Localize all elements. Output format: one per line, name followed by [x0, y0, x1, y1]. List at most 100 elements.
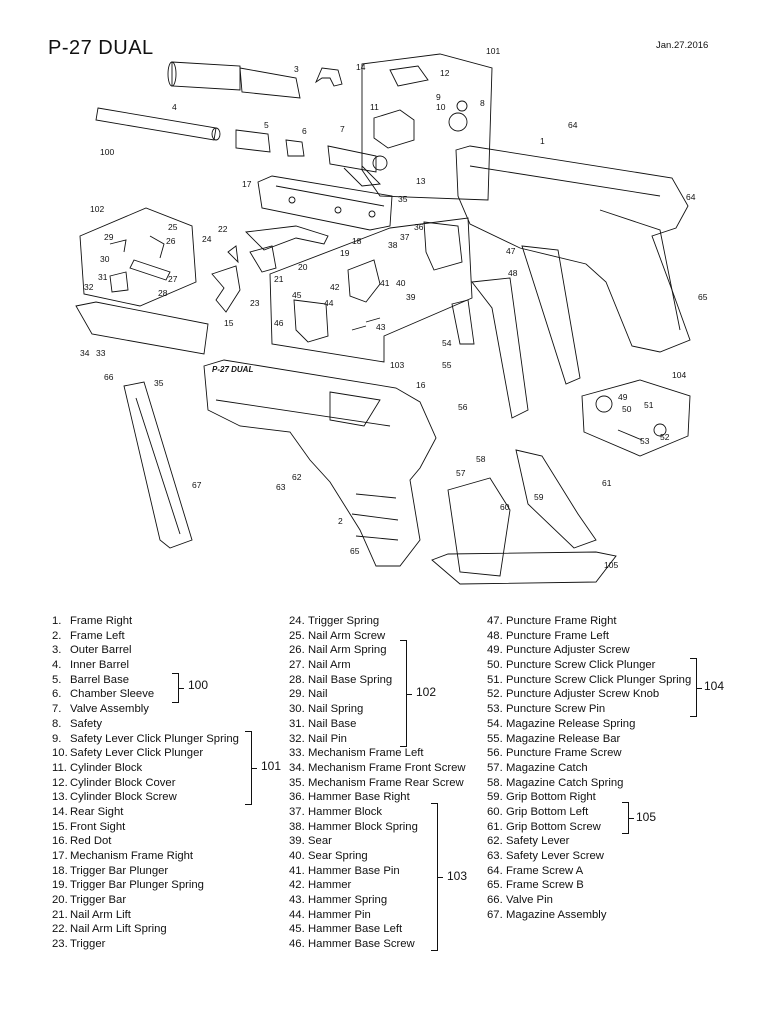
callout-104: 104: [672, 370, 686, 380]
callout-65-b: 65: [350, 546, 360, 556]
callout-32: 32: [84, 282, 94, 292]
part-number: 65.: [487, 879, 503, 892]
parts-list-item: 13.Cylinder Block Screw: [52, 790, 239, 805]
part-name: Nail Arm Spring: [308, 644, 387, 657]
part-name: Nail Arm Lift: [70, 908, 131, 921]
parts-list-item: 56.Puncture Frame Screw: [487, 746, 691, 761]
part-number: 40.: [289, 850, 305, 862]
part-name: Trigger: [70, 938, 106, 951]
part-number: 50.: [487, 659, 503, 672]
parts-list-item: 61.Grip Bottom Screw: [487, 820, 691, 835]
part-number: 64.: [487, 864, 503, 877]
parts-list-item: 62.Safety Lever: [487, 834, 691, 849]
callout-102: 102: [90, 204, 104, 214]
parts-list-item: 23.Trigger: [52, 937, 239, 952]
callout-52: 52: [660, 432, 670, 442]
parts-list-item: 22.Nail Arm Lift Spring: [52, 922, 239, 937]
parts-list-item: 43.Hammer Spring: [289, 893, 466, 908]
puncture-frame-part: [451, 245, 581, 419]
part-number: 63.: [487, 850, 503, 862]
rear-sight-part: [314, 67, 343, 87]
parts-list-item: 42.Hammer: [289, 878, 466, 893]
parts-list-item: 14.Rear Sight: [52, 805, 239, 820]
parts-list-item: 11.Cylinder Block: [52, 761, 239, 776]
parts-list-item: 44.Hammer Pin: [289, 908, 466, 923]
group-bracket-105: [622, 802, 634, 834]
nail-parts: [109, 235, 171, 293]
part-number: 23.: [52, 938, 68, 951]
callout-19: 19: [340, 248, 350, 258]
parts-list-item: 33.Mechanism Frame Left: [289, 746, 466, 761]
parts-list-item: 21.Nail Arm Lift: [52, 908, 239, 923]
callout-21: 21: [274, 274, 284, 284]
callout-20: 20: [298, 262, 308, 272]
part-number: 48.: [487, 629, 503, 642]
group-102-frame: [79, 207, 197, 307]
part-number: 53.: [487, 703, 503, 716]
callout-56: 56: [458, 402, 468, 412]
part-name: Nail Arm Screw: [308, 629, 386, 642]
group-label-102: 102: [416, 685, 437, 699]
callout-5: 5: [264, 120, 269, 130]
parts-list-item: 35.Mechanism Frame Rear Screw: [289, 776, 466, 791]
parts-list-item: 12.Cylinder Block Cover: [52, 776, 239, 791]
part-name: Magazine Assembly: [506, 908, 607, 921]
callout-105: 105: [604, 560, 618, 570]
parts-list-item: 54.Magazine Release Spring: [487, 717, 691, 732]
callout-25: 25: [168, 222, 178, 232]
callout-51: 51: [644, 400, 654, 410]
part-name: Sear Spring: [308, 850, 368, 862]
callout-15: 15: [224, 318, 234, 328]
part-name: Cylinder Block Screw: [70, 791, 177, 804]
parts-list-item: 60.Grip Bottom Left: [487, 805, 691, 820]
parts-list-item: 39.Sear: [289, 834, 466, 849]
part-name: Puncture Frame Screw: [506, 747, 622, 760]
trigger-bar-part: [211, 225, 329, 313]
part-name: Hammer Spring: [308, 894, 388, 907]
mechanism-frame-left-part: [75, 301, 209, 355]
group-101-frame: [361, 53, 493, 201]
part-name: Front Sight: [70, 820, 126, 833]
part-number: 22.: [52, 923, 68, 936]
callout-33: 33: [96, 348, 106, 358]
parts-list-item: 15.Front Sight: [52, 820, 239, 835]
parts-list-item: 64.Frame Screw A: [487, 864, 691, 879]
parts-list-item: 51.Puncture Screw Click Plunger Spring: [487, 673, 691, 688]
part-name: Trigger Bar Plunger: [70, 864, 169, 877]
callout-2: 2: [338, 516, 343, 526]
parts-list-item: 50.Puncture Screw Click Plunger: [487, 658, 691, 673]
part-number: 56.: [487, 747, 503, 760]
callout-40: 40: [396, 278, 406, 288]
parts-list-item: 26.Nail Arm Spring: [289, 643, 466, 658]
parts-list-item: 66.Valve Pin: [487, 893, 691, 908]
parts-list-item: 19.Trigger Bar Plunger Spring: [52, 878, 239, 893]
parts-list-item: 16.Red Dot: [52, 834, 239, 849]
callout-39: 39: [406, 292, 416, 302]
part-name: Frame Left: [70, 629, 125, 642]
part-number: 17.: [52, 850, 68, 862]
part-name: Frame Right: [70, 615, 133, 627]
part-name: Nail Arm Lift Spring: [70, 923, 167, 936]
date-label: Jan.27.2016: [656, 40, 709, 51]
part-number: 62.: [487, 835, 503, 848]
part-name: Barrel Base: [70, 673, 130, 686]
part-number: 6.: [52, 688, 62, 701]
part-number: 39.: [289, 835, 305, 848]
outer-barrel-part: [167, 61, 301, 99]
part-number: 13.: [52, 791, 68, 804]
parts-list-item: 67.Magazine Assembly: [487, 908, 691, 923]
part-name: Nail Arm: [308, 659, 351, 672]
callout-44: 44: [324, 298, 334, 308]
part-number: 29.: [289, 688, 305, 701]
part-name: Hammer Base Screw: [308, 938, 415, 951]
part-name: Magazine Release Spring: [506, 717, 636, 730]
group-label-104: 104: [704, 679, 725, 693]
callout-64-a: 64: [568, 120, 578, 130]
parts-list-item: 45.Hammer Base Left: [289, 922, 466, 937]
part-number: 47.: [487, 615, 503, 627]
parts-list-item: 40.Sear Spring: [289, 849, 466, 864]
part-name: Frame Screw B: [506, 879, 584, 892]
part-number: 49.: [487, 644, 503, 657]
part-number: 44.: [289, 908, 305, 921]
hammer-base-parts: [293, 221, 463, 343]
